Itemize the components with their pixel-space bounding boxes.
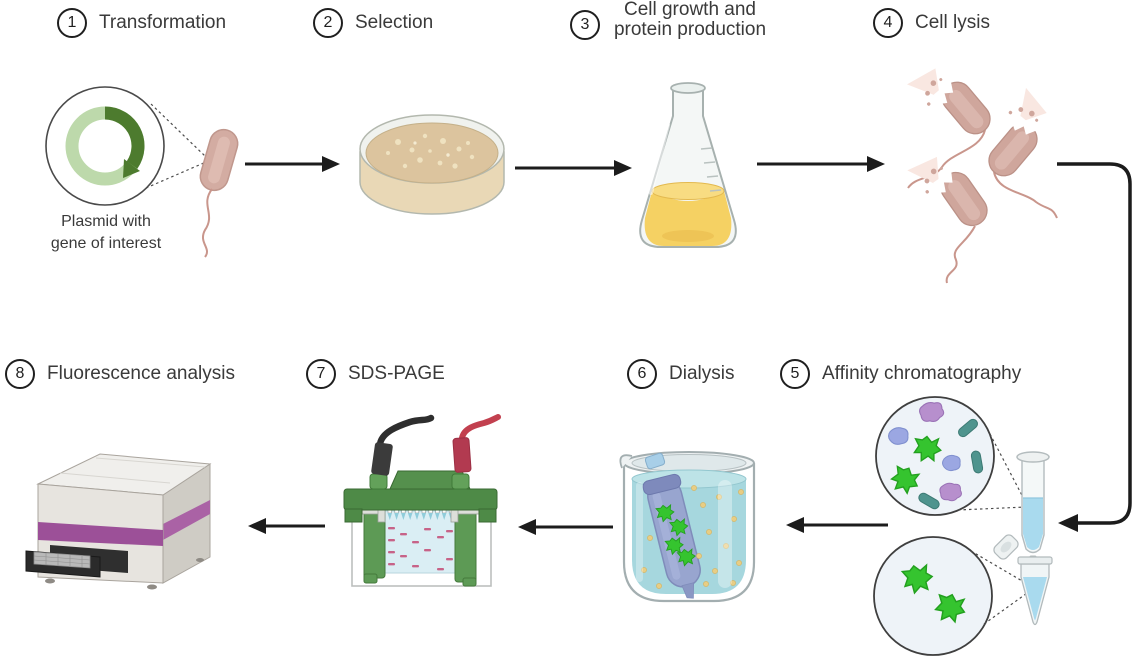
step-2-label: Selection [355,12,434,33]
step-7-label: SDS-PAGE [348,363,445,384]
erlenmeyer-flask-icon [639,82,737,248]
gene-of-interest-arc [104,106,145,169]
step-1-number-badge: 1 [57,8,87,38]
step-3-label-line1: Cell growth and [623,0,757,20]
step-header-selection: 2 Selection [313,8,433,38]
arrow-step6-to-step7 [518,519,613,535]
plasmid-caption: Plasmid with gene of interest [28,211,184,255]
step-5-number-badge: 5 [780,359,810,389]
arrow-step7-to-step8 [248,518,325,534]
step-5-label: Affinity chromatography [822,363,1022,384]
protein-mixture-circle [875,396,995,516]
step-6-number-badge: 6 [627,359,657,389]
step-8-label: Fluorescence analysis [47,363,235,384]
lysed-bacteria-icon [906,54,1062,284]
bacterium-icon [199,128,239,258]
arrow-step3-to-step4 [757,156,885,172]
arrow-step5-to-step6 [786,517,888,533]
step-6-label: Dialysis [669,363,735,384]
dialysis-tubing [642,473,701,599]
plasmid-diagram [45,86,239,258]
buffer-salt-dots [641,485,744,589]
plasmid-caption-line2: gene of interest [50,235,162,252]
petri-dish-icon [359,114,505,215]
sample-tray [25,550,101,578]
electrode-cables [371,414,501,476]
step-2-number-badge: 2 [313,8,343,38]
graduation-marks [700,147,722,192]
plasmid-caption-line1: Plasmid with [61,213,151,230]
step-8-number-badge: 8 [5,359,35,389]
step-3-number-badge: 3 [570,9,600,40]
arrow-step1-to-step2 [245,156,340,172]
bacterial-colonies [386,133,475,169]
step-header-fluorescence-analysis: 8 Fluorescence analysis [5,359,235,389]
step-header-cell-lysis: 4 Cell lysis [873,8,990,38]
purified-protein-circle [873,536,993,656]
sds-page-apparatus-icon [343,414,501,587]
step-header-sds-page: 7 SDS-PAGE [306,359,445,389]
gel-bands [388,527,453,571]
arrow-step2-to-step3 [515,160,632,176]
step-header-dialysis: 6 Dialysis [627,359,734,389]
arrow-step4-to-step5 [1057,162,1132,532]
collection-tube-icon [993,534,1053,626]
step-3-label-line2: protein production [613,19,767,40]
affinity-column-icon [1016,451,1050,565]
dialysis-beaker-icon [619,451,756,603]
step-1-label: Transformation [99,12,227,33]
step-4-label: Cell lysis [915,12,990,33]
step-header-affinity-chromatography: 5 Affinity chromatography [780,359,1021,389]
step-7-number-badge: 7 [306,359,336,389]
step-header-cell-growth: 3 Cell growth and protein production [570,0,768,40]
step-3-label: Cell growth and protein production [612,0,768,40]
step-4-number-badge: 4 [873,8,903,38]
microplate-reader-icon [25,453,212,590]
step-header-transformation: 1 Transformation [57,8,226,38]
